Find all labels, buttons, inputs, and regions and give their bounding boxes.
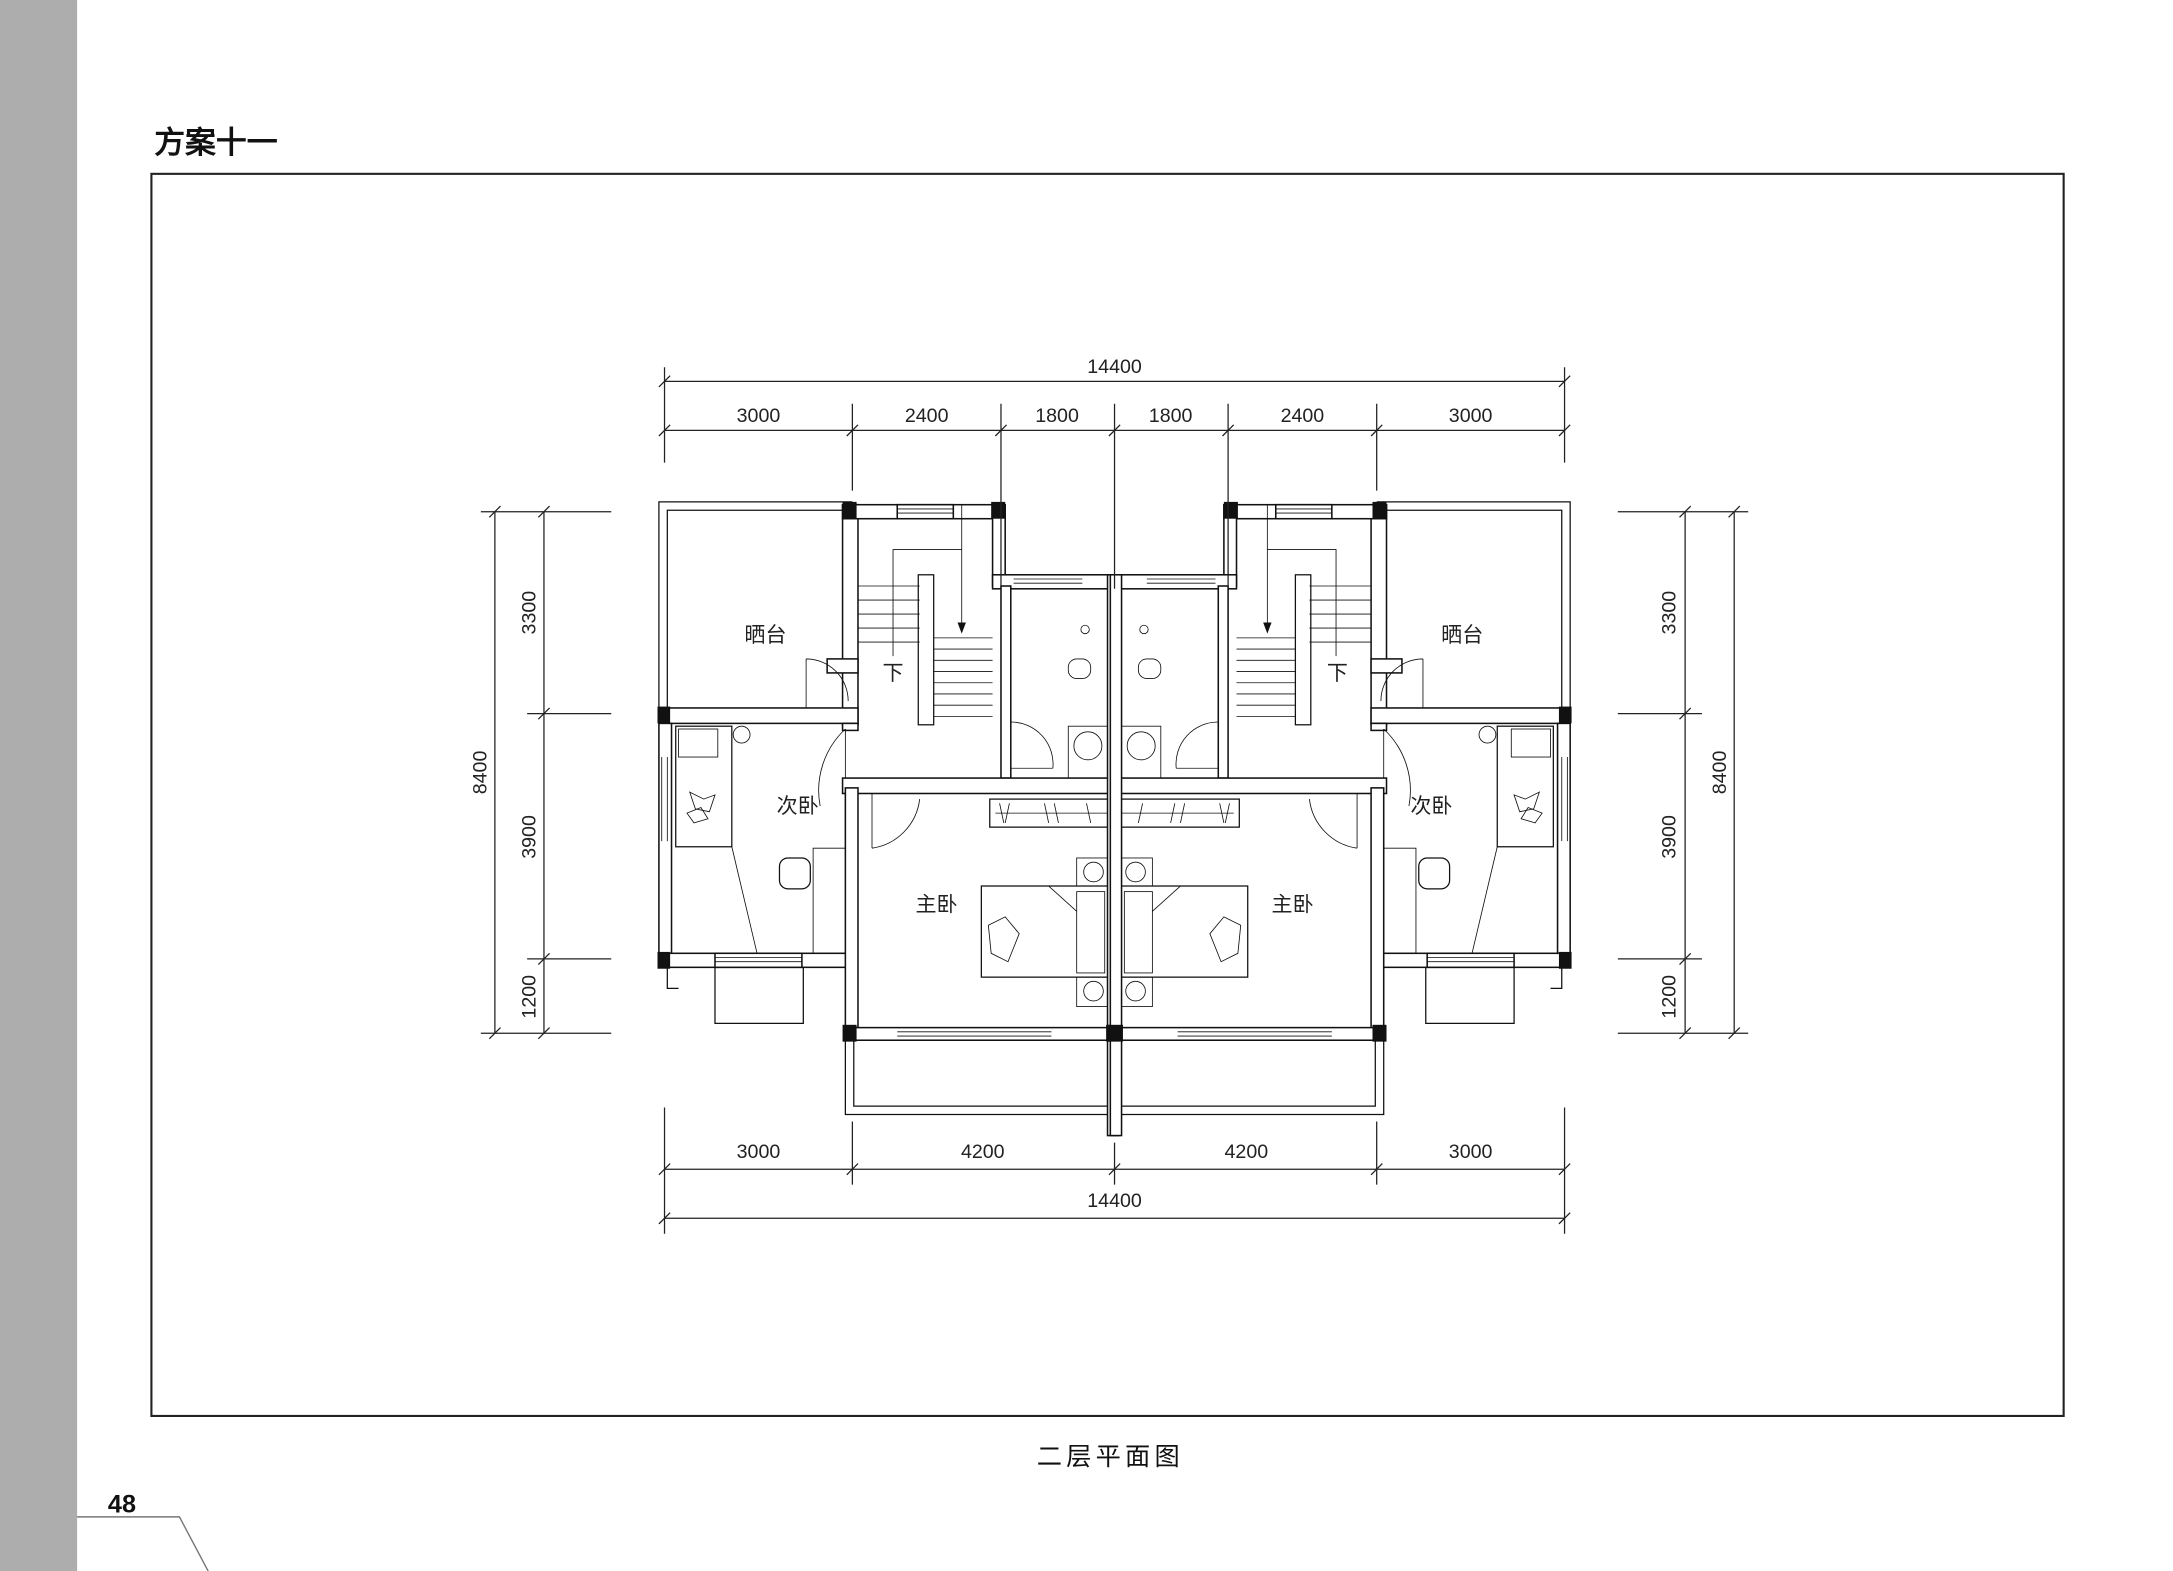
room-balcony-left: 晒台 — [744, 622, 786, 647]
room-labels: 晒台 下 次卧 主卧 晒台 下 次卧 主卧 — [744, 622, 1483, 916]
floor-plan — [656, 501, 1573, 1137]
dim-label: 8400 — [1709, 751, 1731, 795]
drawing-caption: 二层平面图 — [1037, 1442, 1184, 1471]
dim-label: 2400 — [905, 405, 949, 427]
page-number-rule — [77, 1516, 209, 1571]
dimensions-bottom: 3000 4200 4200 3000 14400 — [658, 1107, 1571, 1234]
dim-label: 1800 — [1149, 405, 1193, 427]
dim-label: 3300 — [1658, 591, 1680, 635]
dim-bottom-total: 14400 — [1087, 1190, 1142, 1212]
room-master-bedroom-left: 主卧 — [915, 891, 957, 916]
room-master-bedroom-right: 主卧 — [1272, 891, 1314, 916]
dim-label: 3300 — [519, 591, 541, 635]
dim-label: 3000 — [1449, 1141, 1493, 1163]
dim-label: 1200 — [1658, 975, 1680, 1019]
dim-label: 4200 — [961, 1141, 1005, 1163]
dim-label: 1200 — [519, 975, 541, 1019]
dimensions-right: 3300 3900 1200 8400 — [1617, 505, 1749, 1040]
page-title: 方案十一 — [154, 125, 277, 161]
dim-label: 3000 — [737, 405, 781, 427]
dimensions-top: 14400 3000 2400 1800 1800 2400 3000 — [658, 356, 1571, 589]
room-second-bedroom-left: 次卧 — [777, 793, 819, 818]
stair-down-right: 下 — [1327, 660, 1348, 685]
dim-label: 1800 — [1035, 405, 1079, 427]
dim-top-total: 14400 — [1087, 356, 1142, 378]
room-balcony-right: 晒台 — [1441, 622, 1483, 647]
dim-label: 3900 — [519, 815, 541, 859]
dim-label: 3900 — [1658, 815, 1680, 859]
side-bar — [0, 0, 78, 1571]
stair-down-left: 下 — [883, 660, 904, 685]
drawing-frame — [150, 172, 2065, 1417]
dim-label: 2400 — [1281, 405, 1325, 427]
dim-label: 4200 — [1225, 1141, 1269, 1163]
room-second-bedroom-right: 次卧 — [1410, 793, 1452, 818]
dim-label: 8400 — [469, 751, 491, 795]
dim-label: 3000 — [1449, 405, 1493, 427]
dimensions-left: 8400 3300 3900 1200 — [469, 505, 612, 1040]
page-number: 48 — [108, 1491, 136, 1519]
dim-label: 3000 — [737, 1141, 781, 1163]
